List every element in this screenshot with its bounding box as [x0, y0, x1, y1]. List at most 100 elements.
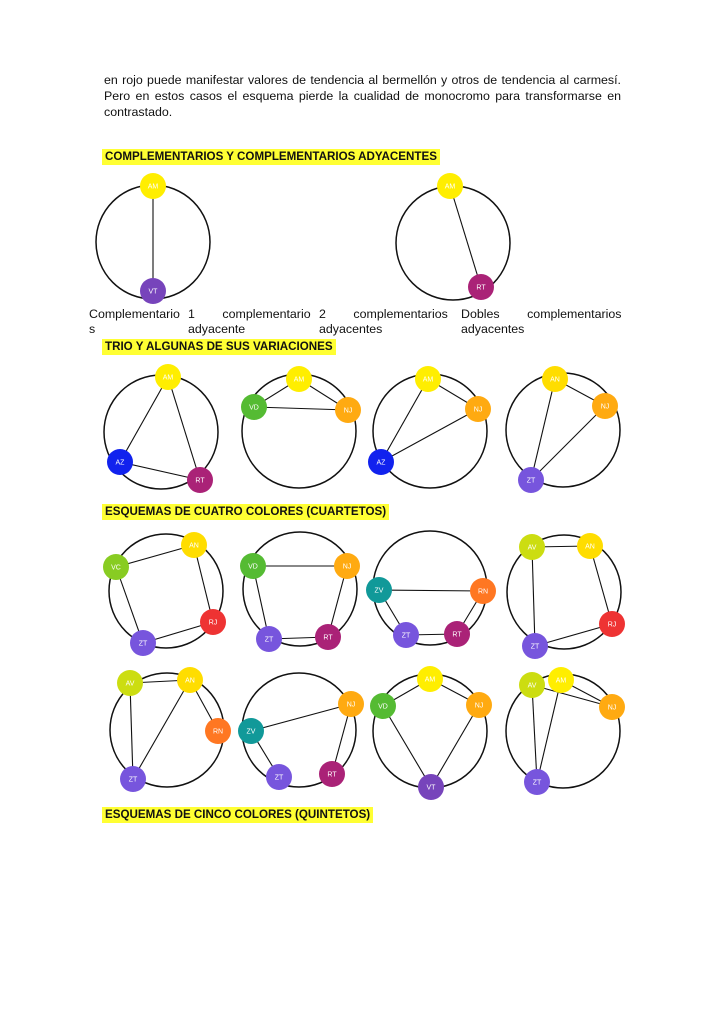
chord-line	[536, 679, 562, 783]
color-dot-az	[107, 449, 133, 475]
color-dot-label: AM	[294, 377, 305, 384]
chord-line	[449, 185, 482, 288]
color-dot-label: AV	[528, 545, 537, 552]
color-dot-label: RT	[195, 478, 205, 485]
color-dot-label: AN	[185, 678, 195, 685]
color-dot-am	[155, 364, 181, 390]
color-dot-vd	[370, 693, 396, 719]
heading-cuartetos: ESQUEMAS DE CUATRO COLORES (CUARTETOS)	[102, 504, 390, 520]
color-dot-zt	[518, 467, 544, 493]
color-dot-label: ZV	[375, 588, 384, 595]
color-dot-label: VD	[249, 405, 259, 412]
caption-line: 1 complementario	[188, 307, 311, 321]
color-dot-zt	[120, 766, 146, 792]
caption-line: s	[89, 322, 96, 336]
color-dot-rt	[319, 761, 345, 787]
chord-line	[253, 406, 349, 411]
color-dot-an	[542, 366, 568, 392]
color-dot-an	[577, 533, 603, 559]
chord-line	[382, 705, 432, 788]
color-dot-label: ZT	[265, 637, 274, 644]
color-dot-label: AZ	[377, 460, 387, 467]
color-dot-nj	[599, 694, 625, 720]
caption-line: adyacentes	[319, 322, 383, 336]
color-dot-label: RT	[323, 635, 333, 642]
color-dot-av	[519, 672, 545, 698]
chord-line	[115, 566, 144, 644]
heading-quintetos: ESQUEMAS DE CINCO COLORES (QUINTETOS)	[102, 807, 374, 823]
heading-trio: TRIO Y ALGUNAS DE SUS VARIACIONES	[102, 339, 336, 355]
caption-line: 2 complementarios	[319, 307, 448, 321]
chord-line	[589, 545, 613, 625]
chord-line	[129, 682, 134, 780]
color-dot-vt	[140, 278, 166, 304]
color-dot-label: RN	[213, 729, 223, 736]
color-dot-label: AN	[189, 543, 199, 550]
color-dot-label: ZT	[527, 478, 536, 485]
color-dot-rj	[599, 611, 625, 637]
color-dot-label: NJ	[475, 703, 484, 710]
color-dot-vd	[240, 553, 266, 579]
color-dot-zt	[256, 626, 282, 652]
color-dot-zt	[130, 630, 156, 656]
color-dot-label: VD	[378, 704, 388, 711]
chord-line	[167, 376, 201, 481]
wheel-ring	[506, 534, 622, 650]
color-dot-vd	[241, 394, 267, 420]
color-dot-nj	[465, 396, 491, 422]
color-dot-nj	[338, 691, 364, 717]
color-dot-zt	[393, 622, 419, 648]
color-dot-vt	[418, 774, 444, 800]
color-dot-vc	[103, 554, 129, 580]
color-dot-am	[415, 366, 441, 392]
intro-line: contrastado.	[104, 105, 173, 119]
color-dot-label: ZT	[275, 775, 284, 782]
color-dot-label: NJ	[347, 702, 356, 709]
color-dot-am	[437, 173, 463, 199]
color-dot-label: AM	[556, 678, 567, 685]
color-dot-zt	[522, 633, 548, 659]
color-dot-zt	[266, 764, 292, 790]
color-dot-am	[286, 366, 312, 392]
color-dot-rn	[205, 718, 231, 744]
color-dot-label: ZT	[402, 633, 411, 640]
color-dot-label: NJ	[344, 408, 353, 415]
wheel-ring	[108, 533, 224, 649]
color-dot-zv	[238, 718, 264, 744]
intro-line: Pero en estos casos el esquema pierde la…	[104, 89, 621, 103]
caption-line: Complementario	[89, 307, 180, 321]
caption-dobles-complementarios: Dobles complementarios adyacentes	[461, 307, 621, 337]
color-dot-am	[140, 173, 166, 199]
color-dot-label: NJ	[608, 705, 617, 712]
color-wheel-cuarteto-7: VD AM NJ VT	[370, 666, 492, 800]
chord-line	[530, 405, 606, 481]
color-dot-label: AM	[148, 184, 159, 191]
intro-paragraph: en rojo puede manifestar valores de tend…	[104, 72, 621, 120]
chord-line	[132, 679, 191, 780]
color-dot-nj	[466, 692, 492, 718]
color-wheel-trio-2: AM VD NJ	[241, 366, 361, 489]
color-dot-label: AN	[550, 377, 560, 384]
color-dot-az	[368, 449, 394, 475]
color-dot-label: AM	[425, 677, 436, 684]
color-dot-label: ZT	[129, 777, 138, 784]
chord-line	[430, 704, 480, 788]
color-dot-an	[181, 532, 207, 558]
color-dot-label: RJ	[209, 620, 218, 627]
color-dot-label: AM	[423, 377, 434, 384]
caption-2-complementarios-adyacentes: 2 complementarios adyacentes	[319, 307, 448, 337]
heading-complementarios: COMPLEMENTARIOS Y COMPLEMENTARIOS ADYACE…	[102, 149, 440, 165]
color-dot-label: NJ	[343, 564, 352, 571]
color-dot-label: AM	[445, 184, 456, 191]
color-dot-label: VT	[427, 785, 437, 792]
intro-line: en rojo puede manifestar valores de tend…	[104, 73, 621, 87]
color-dot-am	[548, 667, 574, 693]
chord-line	[531, 684, 613, 708]
color-dot-am	[417, 666, 443, 692]
chord-line	[380, 378, 429, 463]
